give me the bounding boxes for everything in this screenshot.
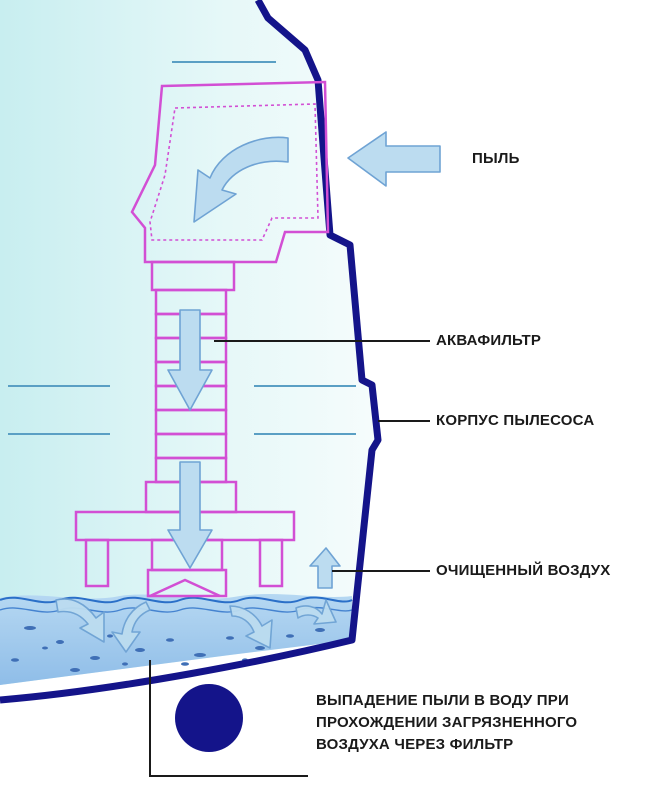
curved-arrow-icon bbox=[193, 136, 289, 223]
housing-outline bbox=[0, 0, 382, 704]
bubble-arrow-far-right-icon bbox=[295, 599, 337, 625]
bubble-arrow-center-icon bbox=[111, 601, 151, 653]
label-sediment-line-3: ВОЗДУХА ЧЕРЕЗ ФИЛЬТР bbox=[316, 736, 514, 753]
label-aquafilter: АКВАФИЛЬТР bbox=[436, 332, 542, 349]
label-clean-air: ОЧИЩЕННЫЙ ВОЗДУХ bbox=[436, 562, 611, 579]
interior-lines bbox=[8, 61, 356, 435]
label-sediment: ВЫПАДЕНИЕ ПЫЛИ В ВОДУ ПРИ ПРОХОЖДЕНИИ ЗА… bbox=[316, 690, 577, 756]
leader-lines bbox=[149, 340, 430, 777]
bubble-arrow-right-icon bbox=[229, 605, 273, 649]
label-dust: ПЫЛЬ bbox=[472, 150, 520, 167]
label-sediment-line-2: ПРОХОЖДЕНИИ ЗАГРЯЗНЕННОГО bbox=[316, 714, 578, 731]
down-arrow-icon bbox=[167, 309, 213, 411]
label-housing: КОРПУС ПЫЛЕСОСА bbox=[436, 412, 595, 429]
dust-particles bbox=[11, 626, 325, 672]
rising-air-arrow-icon bbox=[309, 547, 341, 589]
bubble-arrow-left-icon bbox=[55, 598, 105, 643]
label-sediment-line-1: ВЫПАДЕНИЕ ПЫЛИ В ВОДУ ПРИ bbox=[316, 692, 569, 709]
incoming-arrow-icon bbox=[347, 131, 441, 187]
wheel bbox=[175, 684, 243, 752]
flow-arrows bbox=[55, 131, 441, 653]
down-arrow-lower-icon bbox=[167, 461, 213, 569]
